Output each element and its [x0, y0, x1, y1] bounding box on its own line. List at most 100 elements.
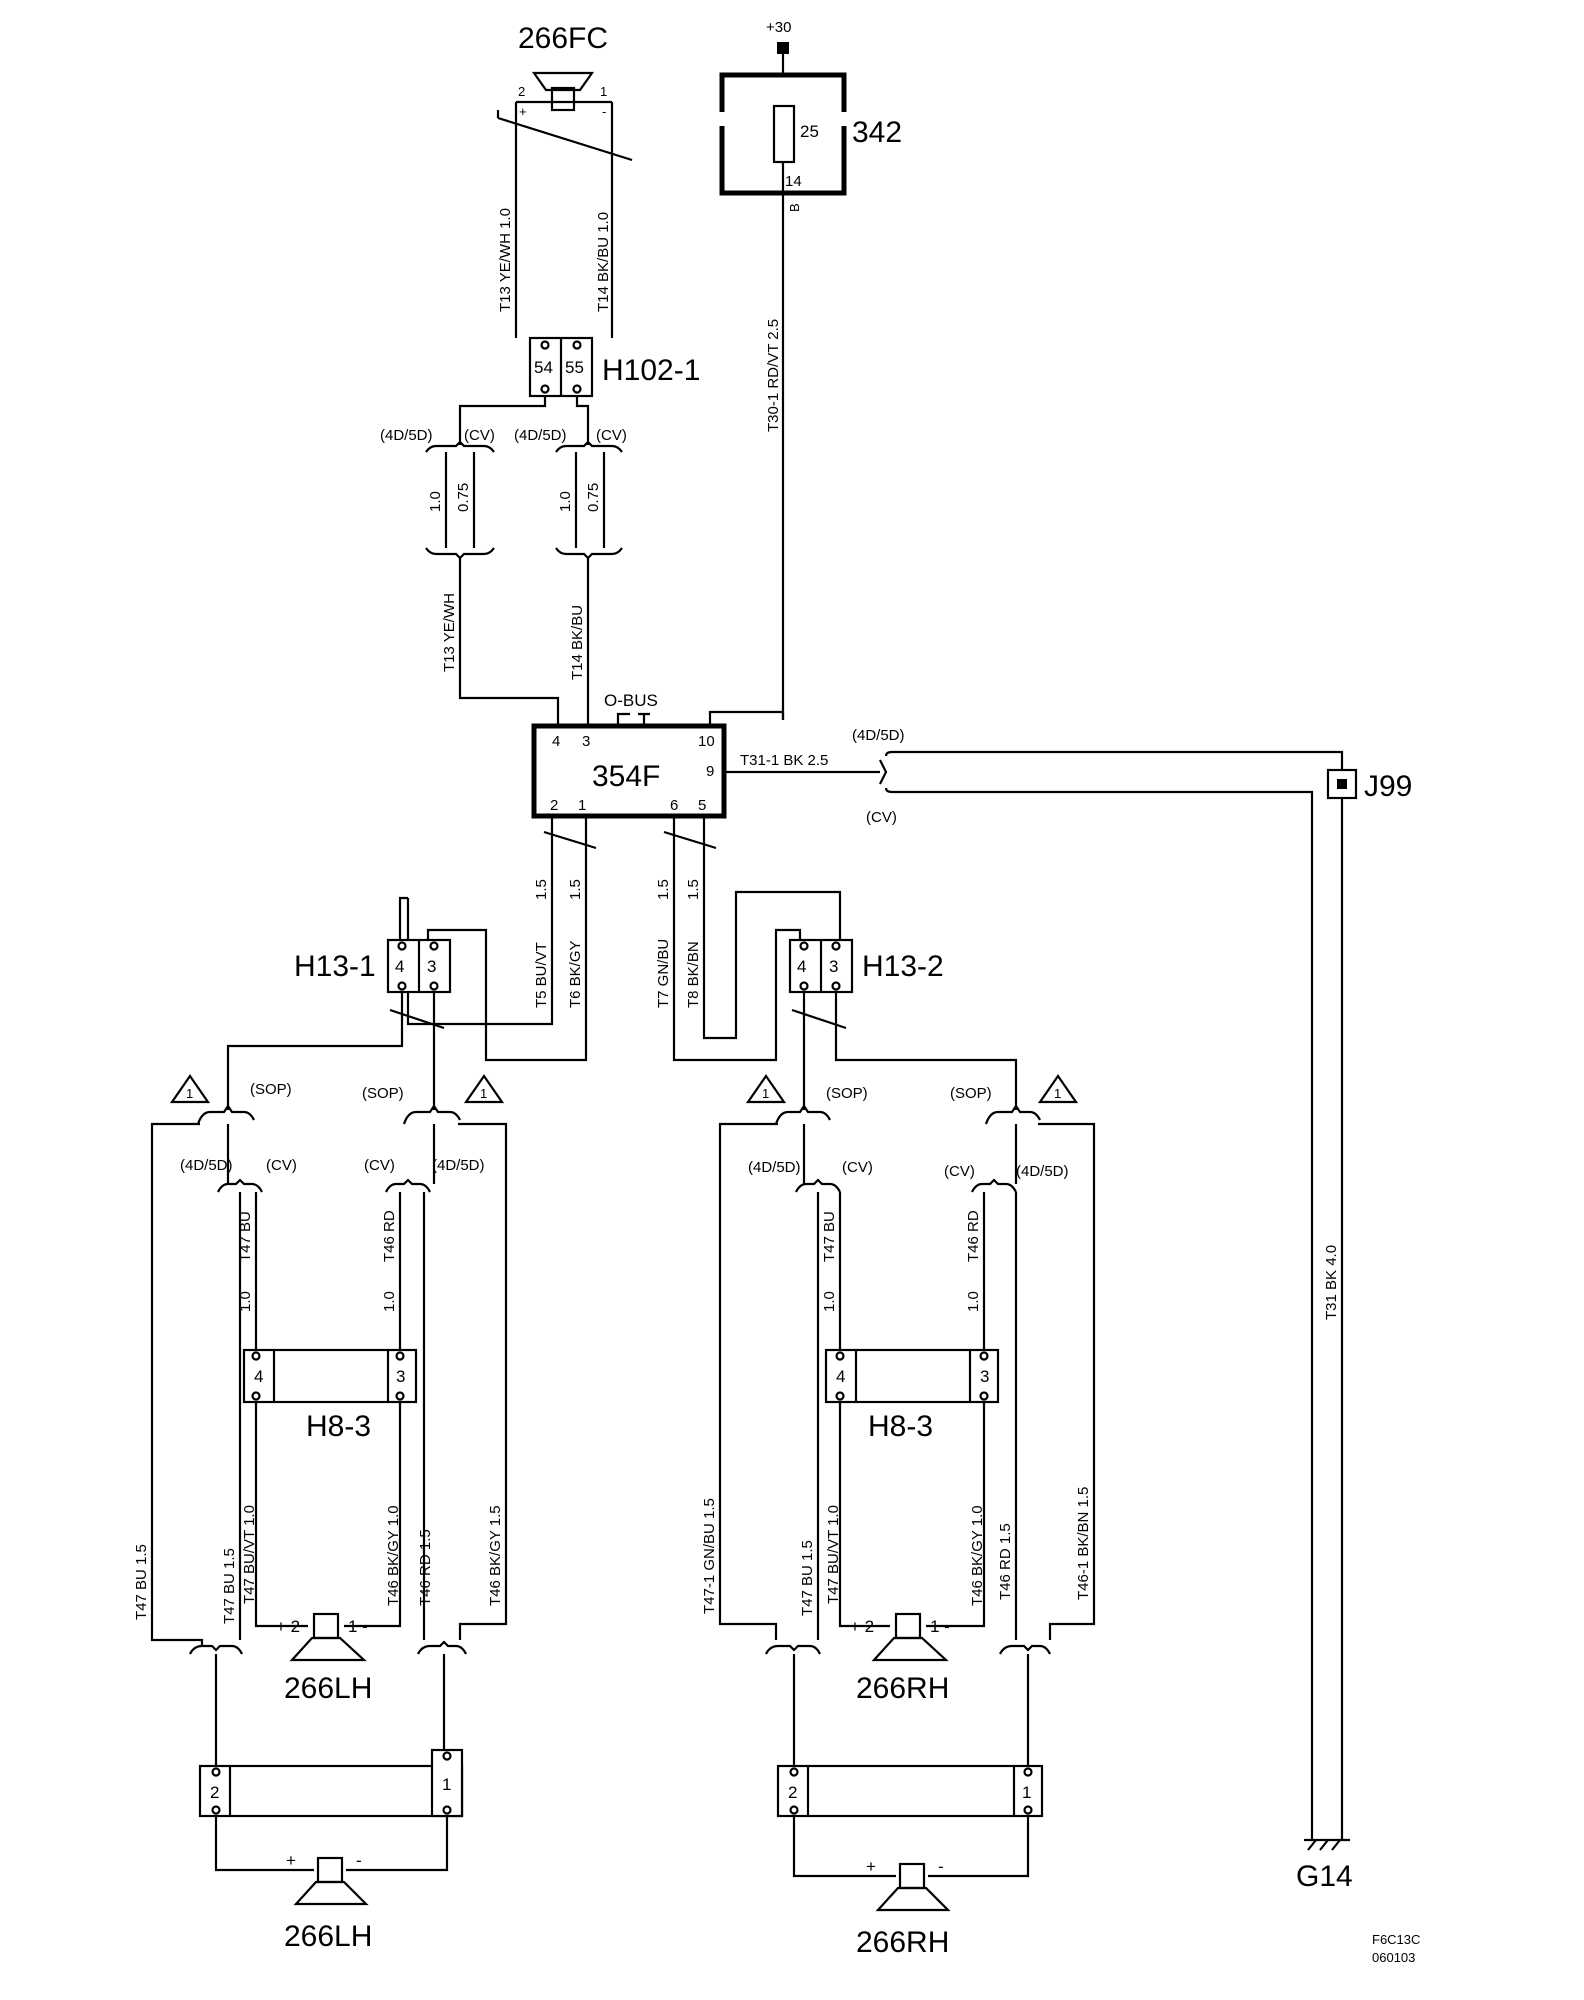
- svg-text:3: 3: [980, 1367, 989, 1386]
- svg-text:(4D/5D): (4D/5D): [748, 1159, 801, 1176]
- wire-t8: [702, 816, 842, 1040]
- fc-plus: +: [519, 104, 527, 119]
- fc-minus: -: [602, 104, 606, 119]
- svg-text:0.75: 0.75: [455, 483, 472, 512]
- note-triangle-left-b: [463, 1074, 505, 1104]
- connector-h8-3-right: [824, 1348, 1000, 1404]
- svg-text:1: 1: [1022, 1783, 1031, 1802]
- label-g14: G14: [1296, 1860, 1353, 1893]
- wire-h102-right: [575, 396, 590, 445]
- fuse-pin-b: B: [787, 203, 802, 212]
- svg-text:T47 BU/VT 1.0: T47 BU/VT 1.0: [825, 1505, 842, 1604]
- h102-pin-55: 55: [565, 358, 584, 377]
- label-h13-2: H13-2: [862, 950, 944, 983]
- svg-text:1.5: 1.5: [655, 879, 672, 900]
- svg-text:(4D/5D): (4D/5D): [180, 1157, 233, 1174]
- speaker-266lh-lower: [293, 1856, 369, 1906]
- var-4d5d-b: (4D/5D): [514, 427, 567, 444]
- label-266lh-lower: 266LH: [284, 1920, 372, 1953]
- svg-text:1.0: 1.0: [427, 491, 444, 512]
- svg-text:1: 1: [442, 1775, 451, 1794]
- svg-text:3: 3: [829, 957, 838, 976]
- svg-text:(CV): (CV): [866, 809, 897, 826]
- label-j99: J99: [1364, 770, 1412, 803]
- svg-text:T46 BK/GY 1.0: T46 BK/GY 1.0: [385, 1505, 402, 1606]
- svg-text:1: 1: [480, 1086, 487, 1101]
- speaker-266rh-lower: [875, 1862, 951, 1912]
- svg-text:4: 4: [836, 1367, 845, 1386]
- wire-t14-top: T14 BK/BU 1.0: [595, 212, 612, 312]
- svg-text:1.0: 1.0: [557, 491, 574, 512]
- svg-text:+ 2: + 2: [276, 1617, 300, 1636]
- svg-text:(SOP): (SOP): [362, 1085, 404, 1102]
- svg-text:4: 4: [552, 733, 560, 750]
- fuse-pin-14: 14: [785, 173, 802, 190]
- label-354f: 354F: [592, 760, 660, 793]
- svg-text:4: 4: [395, 957, 404, 976]
- svg-text:+ 2: + 2: [850, 1617, 874, 1636]
- svg-text:(CV): (CV): [944, 1163, 975, 1180]
- label-h13-1: H13-1: [294, 950, 376, 983]
- wire-t13-to-354f: [458, 558, 560, 724]
- svg-text:4: 4: [254, 1367, 263, 1386]
- svg-text:T47-1 GN/BU 1.5: T47-1 GN/BU 1.5: [701, 1498, 718, 1614]
- module-354f: [531, 723, 727, 819]
- wire-t13-top: T13 YE/WH 1.0: [497, 208, 514, 312]
- connector-266rh-lower: [776, 1764, 1044, 1818]
- label-h102-1: H102-1: [602, 354, 700, 387]
- svg-text:T8 BK/BN: T8 BK/BN: [685, 941, 702, 1008]
- svg-text:T47 BU 1.5: T47 BU 1.5: [799, 1540, 816, 1616]
- connector-266lh-lower: [198, 1748, 464, 1818]
- label-266rh-upper: 266RH: [856, 1672, 949, 1705]
- svg-text:1.0: 1.0: [965, 1291, 982, 1312]
- svg-text:T47 BU: T47 BU: [237, 1211, 254, 1262]
- pin-1-fc: 1: [600, 84, 607, 99]
- svg-text:1: 1: [186, 1086, 193, 1101]
- pin-2-fc: 2: [518, 84, 525, 99]
- svg-text:1: 1: [578, 797, 586, 814]
- svg-text:T47 BU/VT 1.0: T47 BU/VT 1.0: [241, 1505, 258, 1604]
- svg-text:+: +: [866, 1857, 876, 1876]
- svg-text:T46 RD 1.5: T46 RD 1.5: [997, 1523, 1014, 1600]
- svg-text:1.0: 1.0: [821, 1291, 838, 1312]
- svg-text:(CV): (CV): [266, 1157, 297, 1174]
- svg-text:-: -: [356, 1851, 362, 1870]
- svg-text:1.5: 1.5: [533, 879, 550, 900]
- svg-text:T14 BK/BU: T14 BK/BU: [569, 605, 586, 680]
- connector-h13-2: [788, 938, 854, 994]
- h102-pin-54: 54: [534, 358, 553, 377]
- svg-text:2: 2: [788, 1783, 797, 1802]
- svg-text:T46 BK/GY 1.0: T46 BK/GY 1.0: [969, 1505, 986, 1606]
- var-4d5d-a: (4D/5D): [380, 427, 433, 444]
- wire-t30-1: T30-1 RD/VT 2.5: [765, 319, 782, 432]
- svg-text:T47 BU: T47 BU: [821, 1211, 838, 1262]
- svg-text:3: 3: [396, 1367, 405, 1386]
- svg-text:1.0: 1.0: [381, 1291, 398, 1312]
- label-plus30: +30: [766, 19, 791, 36]
- svg-text:2: 2: [210, 1783, 219, 1802]
- svg-text:+: +: [286, 1851, 296, 1870]
- footer-code: F6C13C: [1372, 1932, 1420, 1947]
- svg-text:T47 BU 1.5: T47 BU 1.5: [221, 1548, 238, 1624]
- svg-text:T5 BU/VT: T5 BU/VT: [533, 942, 550, 1008]
- connector-h102-1: [528, 336, 594, 398]
- var-cv-b: (CV): [596, 427, 627, 444]
- wire-t31: T31 BK 4.0: [1323, 1245, 1340, 1320]
- wire-t31-1: T31-1 BK 2.5: [740, 752, 828, 769]
- label-h8-3-right: H8-3: [868, 1410, 933, 1443]
- footer-date: 060103: [1372, 1950, 1415, 1965]
- svg-text:T13 YE/WH: T13 YE/WH: [441, 593, 458, 672]
- svg-text:T47 BU 1.5: T47 BU 1.5: [133, 1544, 150, 1620]
- svg-text:1: 1: [762, 1086, 769, 1101]
- svg-text:5: 5: [698, 797, 706, 814]
- svg-text:(CV): (CV): [842, 1159, 873, 1176]
- label-266fc: 266FC: [518, 22, 608, 55]
- note-triangle-right-a: [745, 1074, 787, 1104]
- svg-text:6: 6: [670, 797, 678, 814]
- svg-text:T46 RD 1.5: T46 RD 1.5: [417, 1529, 434, 1606]
- svg-text:2: 2: [550, 797, 558, 814]
- svg-text:1.5: 1.5: [567, 879, 584, 900]
- svg-text:(4D/5D): (4D/5D): [1016, 1163, 1069, 1180]
- note-triangle-left-a: [169, 1074, 211, 1104]
- fuse-box-342: [716, 72, 850, 196]
